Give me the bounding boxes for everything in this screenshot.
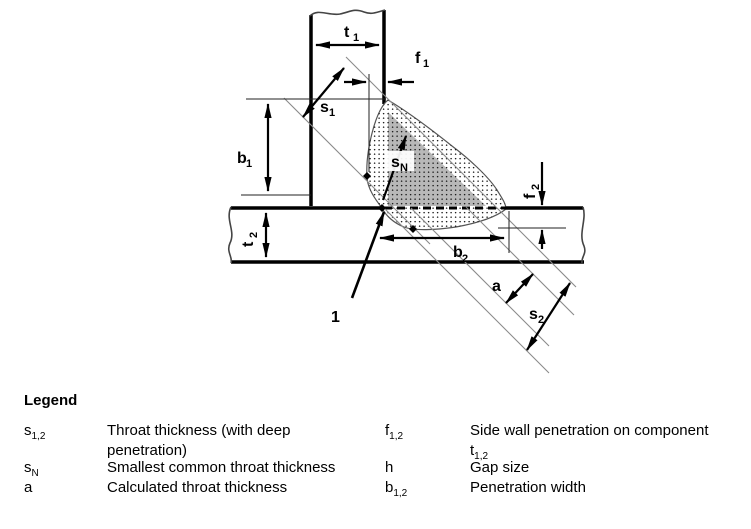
svg-text:1: 1 [329, 107, 335, 119]
break-line-top [309, 9, 386, 17]
figure-labels: t 1 f 1 s 1 b 1 s N t 2 [237, 24, 544, 326]
penetration-point-plate1 [363, 172, 371, 180]
weld-diagram-svg: t 1 f 1 s 1 b 1 s N t 2 [227, 9, 586, 374]
weld-face-line [345, 56, 577, 288]
svg-text:s: s [320, 99, 329, 116]
svg-text:1: 1 [246, 158, 252, 170]
penetration-line-1 [283, 97, 431, 245]
svg-text:N: N [400, 162, 408, 174]
root-point [378, 204, 386, 212]
label-s2: s 2 [529, 306, 544, 326]
svg-text:2: 2 [462, 253, 468, 265]
dim-a [505, 273, 534, 304]
weld-fusion-zone [366, 99, 507, 231]
svg-text:f: f [415, 50, 421, 67]
legend-symbol-f12: f1,2 [385, 422, 404, 442]
break-line-right [581, 206, 586, 264]
label-a: a [492, 278, 501, 295]
legend-desc-s12: Throat thickness (with deep penetration) [107, 422, 291, 459]
label-s1: s 1 [320, 99, 335, 119]
legend-desc-f12: Side wall penetration on component t1,2 [470, 422, 709, 462]
legend: Legend s1,2 Throat thickness (with deep … [0, 385, 751, 529]
penetration-point-plate2 [409, 225, 417, 233]
label-t2: t 2 [240, 232, 260, 247]
svg-text:1: 1 [331, 309, 340, 326]
svg-text:s: s [529, 306, 538, 323]
callout-1-leader [350, 211, 386, 299]
svg-text:t: t [240, 241, 257, 247]
label-callout-1: 1 [331, 309, 340, 326]
label-b2: b 2 [453, 244, 468, 265]
svg-text:f: f [522, 193, 539, 199]
svg-text:b: b [237, 150, 247, 167]
legend-symbol-h: h [385, 459, 394, 476]
legend-desc-a: Calculated throat thickness [107, 479, 288, 496]
legend-desc-h: Gap size [470, 459, 530, 476]
measure-point-markers [363, 172, 417, 233]
legend-symbol-b12: b1,2 [385, 479, 408, 499]
weld-joint-figure: t 1 f 1 s 1 b 1 s N t 2 [227, 9, 586, 374]
label-b1: b 1 [237, 150, 252, 170]
horizontal-plate [227, 206, 586, 264]
label-f2: f 2 [522, 184, 542, 199]
svg-text:1: 1 [423, 58, 429, 70]
svg-text:s: s [391, 154, 400, 171]
legend-symbol-s12: s1,2 [24, 422, 46, 442]
svg-text:2: 2 [530, 184, 542, 190]
svg-text:a: a [492, 278, 501, 295]
legend-symbol-sN: sN [24, 459, 39, 479]
dimensions [262, 41, 571, 351]
label-sN-chip [387, 151, 414, 171]
extension-lines [241, 74, 566, 253]
throat-parallel-line [410, 207, 550, 347]
svg-text:2: 2 [248, 232, 260, 238]
legend-desc-b12: Penetration width [470, 479, 586, 496]
weld-stipple [366, 100, 506, 230]
legend-symbol-a: a [24, 479, 33, 496]
root-parallel-line [383, 207, 550, 374]
svg-text:t: t [344, 24, 350, 41]
break-line-left [227, 206, 233, 264]
label-f1: f 1 [415, 50, 429, 70]
legend-desc-sN: Smallest common throat thickness [107, 459, 336, 476]
svg-text:1: 1 [353, 32, 359, 44]
svg-text:b: b [453, 244, 463, 261]
legend-title: Legend [24, 392, 78, 409]
label-sN: s N [387, 151, 414, 174]
svg-text:2: 2 [538, 314, 544, 326]
dim-s2 [526, 282, 571, 351]
label-t1: t 1 [344, 24, 359, 44]
dim-s1 [302, 67, 345, 118]
